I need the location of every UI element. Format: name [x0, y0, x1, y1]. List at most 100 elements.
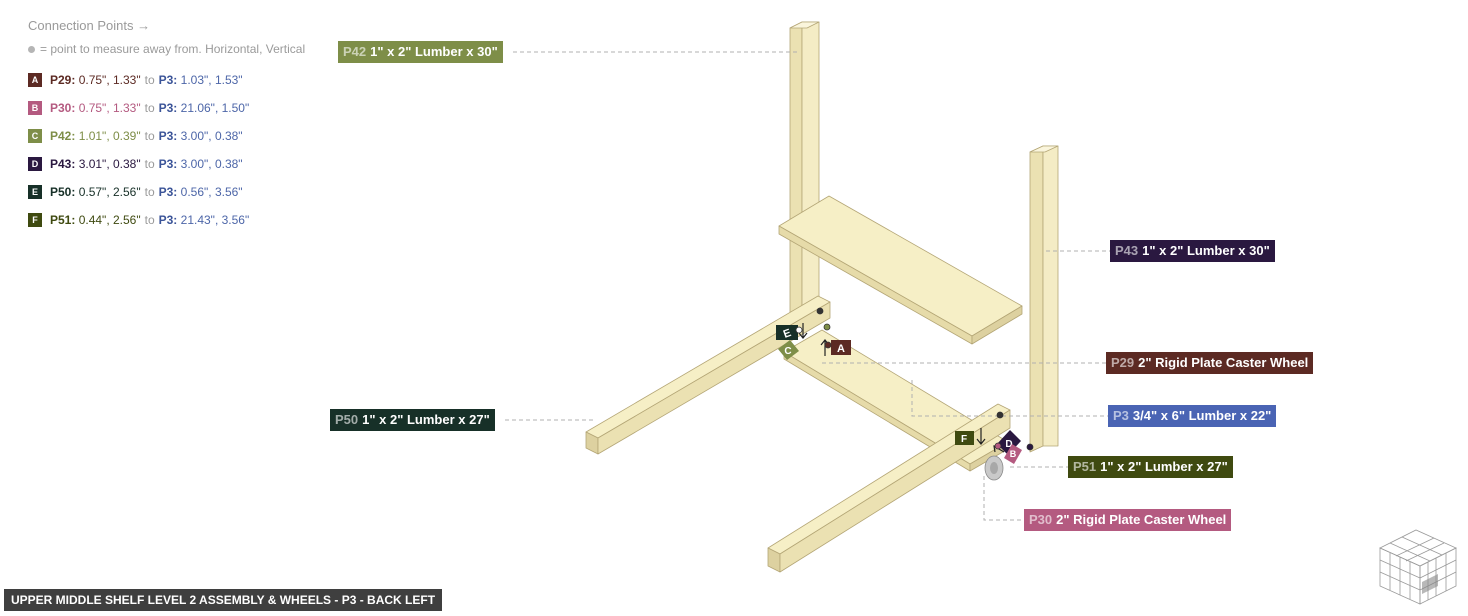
connection-source: P50: 0.57", 2.56": [50, 185, 141, 199]
label-p30-name: 2" Rigid Plate Caster Wheel: [1056, 512, 1227, 527]
label-p43-num: P43: [1115, 243, 1139, 258]
to-word: to: [144, 185, 155, 199]
connection-source: P29: 0.75", 1.33": [50, 73, 141, 87]
assembly-overview-cube-icon[interactable]: [1376, 520, 1462, 608]
connection-source: P42: 1.01", 0.39": [50, 129, 141, 143]
source-part: P30:: [50, 101, 76, 115]
target-coords: 21.43", 3.56": [180, 213, 250, 227]
panel-title[interactable]: Connection Points →: [28, 18, 151, 33]
source-coords: 0.57", 2.56": [78, 185, 141, 199]
connection-letter-badge: E: [28, 185, 42, 199]
measure-point-dot-icon: [28, 45, 35, 53]
connection-point-row: C P42: 1.01", 0.39"to P3: 3.00", 0.38": [28, 122, 348, 150]
marker-d-letter: D: [1005, 439, 1012, 450]
label-p51-num: P51: [1073, 459, 1097, 474]
label-p29-num: P29: [1111, 355, 1135, 370]
source-part: P43:: [50, 157, 76, 171]
to-word: to: [144, 129, 155, 143]
connection-letter-badge: C: [28, 129, 42, 143]
marker-c: C: [778, 340, 799, 360]
leader-line-p3: [911, 380, 1108, 417]
marker-d: D: [997, 430, 1021, 455]
label-p50-num: P50: [335, 412, 359, 427]
source-coords: 1.01", 0.39": [78, 129, 141, 143]
measure-point: [1026, 443, 1034, 451]
target-part: P3:: [158, 101, 178, 115]
target-part: P3:: [158, 185, 178, 199]
to-word: to: [144, 157, 155, 171]
panel-note: = point to measure away from. Horizontal…: [28, 42, 348, 56]
label-p43-name: 1" x 2" Lumber x 30": [1142, 243, 1270, 258]
to-word: to: [144, 73, 155, 87]
target-part: P3:: [158, 213, 178, 227]
step-title-footer: UPPER MIDDLE SHELF LEVEL 2 ASSEMBLY & WH…: [4, 589, 443, 611]
target-coords: 0.56", 3.56": [180, 185, 243, 199]
target-part: P3:: [158, 73, 178, 87]
label-p29-name: 2" Rigid Plate Caster Wheel: [1138, 355, 1309, 370]
marker-e: E: [776, 325, 798, 341]
connection-letter-badge: D: [28, 157, 42, 171]
leader-line-p30: [983, 476, 1024, 521]
part-p42-upright: [789, 21, 820, 329]
source-part: P42:: [50, 129, 76, 143]
target-coords: 3.00", 0.38": [180, 129, 243, 143]
connection-source: P43: 3.01", 0.38": [50, 157, 141, 171]
source-coords: 3.01", 0.38": [78, 157, 141, 171]
label-p42-num: P42: [343, 44, 367, 59]
arrow-down-icon: [976, 428, 986, 445]
arrow-down-icon: [798, 323, 808, 339]
connection-target: P3: 21.06", 1.50": [159, 101, 250, 115]
connection-target: P3: 3.00", 0.38": [159, 157, 243, 171]
measure-point: [996, 411, 1004, 419]
marker-e-letter: E: [782, 327, 793, 341]
source-part: P50:: [50, 185, 76, 199]
part-p43-upright: [1029, 145, 1059, 453]
marker-b: B: [1004, 444, 1022, 464]
caster-wheel-icon: [984, 455, 1004, 481]
target-coords: 3.00", 0.38": [180, 157, 243, 171]
marker-c-letter: C: [784, 346, 791, 357]
measure-point: [823, 323, 831, 331]
target-part: P3:: [158, 157, 178, 171]
label-p30-num: P30: [1029, 512, 1053, 527]
marker-a: A: [831, 340, 851, 355]
source-part: P51:: [50, 213, 76, 227]
connection-source: P51: 0.44", 2.56": [50, 213, 141, 227]
marker-b-letter: B: [1010, 449, 1017, 459]
measure-point: [816, 307, 824, 315]
connection-target: P3: 0.56", 3.56": [159, 185, 243, 199]
connection-letter-badge: B: [28, 101, 42, 115]
target-coords: 21.06", 1.50": [180, 101, 250, 115]
connection-target: P3: 3.00", 0.38": [159, 129, 243, 143]
to-word: to: [144, 101, 155, 115]
label-p50-name: 1" x 2" Lumber x 27": [362, 412, 490, 427]
connection-source: P30: 0.75", 1.33": [50, 101, 141, 115]
measure-point: [795, 326, 803, 334]
measure-point: [824, 341, 832, 349]
target-coords: 1.03", 1.53": [180, 73, 243, 87]
to-word: to: [144, 213, 155, 227]
panel-note-text: = point to measure away from. Horizontal…: [40, 42, 306, 56]
part-p51-rail: [767, 403, 1011, 573]
connection-target: P3: 21.43", 3.56": [159, 213, 250, 227]
source-coords: 0.44", 2.56": [78, 213, 141, 227]
marker-a-letter: A: [837, 343, 845, 355]
part-p50-rail: [585, 295, 831, 455]
measure-point: [994, 442, 1002, 450]
marker-f-letter: F: [961, 434, 967, 445]
connection-letter-badge: A: [28, 73, 42, 87]
